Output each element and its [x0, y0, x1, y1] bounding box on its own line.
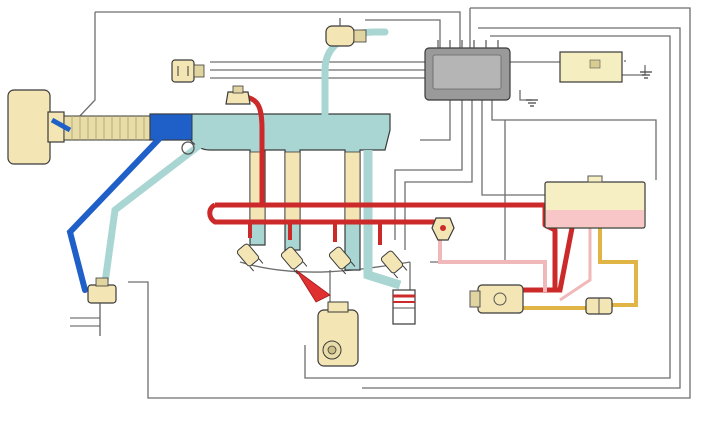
runner-2: [284, 151, 301, 223]
fuel-return-line: [438, 228, 592, 302]
pressure-regulator: [431, 217, 455, 241]
relay: [526, 51, 652, 107]
injector-2: [280, 246, 308, 275]
throttle-body: [149, 113, 193, 141]
fuel-pump: [469, 284, 524, 314]
cylinder: [392, 289, 416, 325]
auxiliary-air-hose: [100, 141, 204, 294]
temperature-sensor: [171, 59, 205, 83]
cold-start-air-line: [50, 117, 195, 293]
injector-4: [380, 250, 408, 279]
injector-3: [328, 246, 356, 275]
fuel-tank: [544, 175, 646, 229]
throttle-switch: [70, 277, 117, 336]
distributor: [317, 301, 359, 367]
electronic-control-unit: [424, 40, 511, 101]
cylinder-intake-pipe: [363, 150, 402, 290]
air-filter: [7, 89, 51, 165]
ground-symbol-ecu: [526, 99, 538, 107]
idle-screw: [181, 141, 195, 155]
runner-3: [344, 151, 361, 223]
air-intake-duct: [63, 115, 151, 141]
ground-symbol: [640, 71, 652, 79]
injectors: [236, 243, 408, 279]
cold-start-valve: [225, 85, 251, 105]
auxiliary-air-valve: [325, 18, 367, 47]
overflow-line: [520, 228, 638, 310]
spray-marker: [295, 269, 331, 303]
fuel-filter: [585, 297, 613, 315]
injector-1: [236, 243, 264, 272]
